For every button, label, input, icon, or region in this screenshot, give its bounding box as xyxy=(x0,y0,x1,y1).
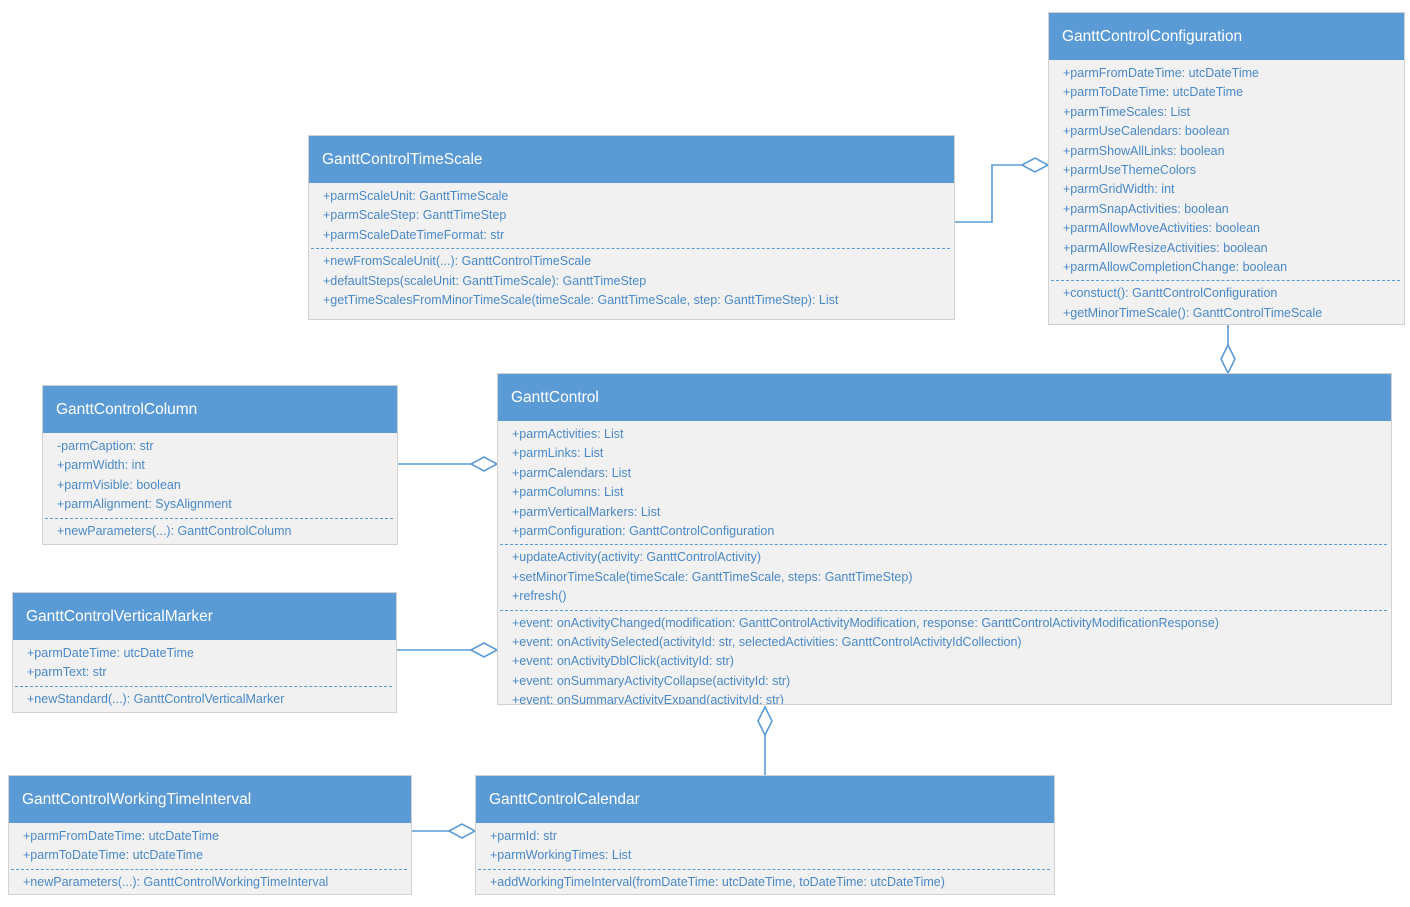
class-member: +newFromScaleUnit(...): GanttControlTime… xyxy=(323,254,592,269)
class-body: +parmDateTime: utcDateTime +parmText: str… xyxy=(13,640,396,709)
class-member: +parmColumns: List xyxy=(512,485,624,500)
class-member: +newParameters(...): GanttControlColumn xyxy=(57,523,292,538)
section-divider xyxy=(11,868,407,870)
class-member: +parmAllowMoveActivities: boolean xyxy=(1063,221,1260,236)
class-member: +event: onActivityDblClick(activityId: s… xyxy=(512,654,734,669)
class-member: +parmToDateTime: utcDateTime xyxy=(23,848,204,863)
class-title: GanttControlCalendar xyxy=(476,776,1054,823)
class-body: +parmId: str +parmWorkingTimes: List +addW… xyxy=(476,823,1054,892)
class-body: -parmCaption: str +parmWidth: int +parmVis… xyxy=(43,433,397,541)
class-member: +event: onActivityChanged(modification: … xyxy=(512,615,1219,630)
class-member: +parmAllowCompletionChange: boolean xyxy=(1063,260,1288,275)
class-member: +parmWidth: int xyxy=(57,458,145,473)
class-title: GanttControlTimeScale xyxy=(309,136,954,183)
class-member: +setMinorTimeScale(timeScale: GanttTimeS… xyxy=(512,569,913,584)
class-member: +newStandard(...): GanttControlVerticalM… xyxy=(27,691,285,706)
class-member: +parmDateTime: utcDateTime xyxy=(27,646,194,660)
class-member: +getTimeScalesFromMinorTimeScale(timeSca… xyxy=(323,293,839,308)
class-member: +constuct(): GanttControlConfiguration xyxy=(1063,286,1278,301)
class-gantt-control-vertical-marker[interactable]: GanttControlVerticalMarker+parmDateTime:… xyxy=(12,592,397,713)
class-member: +defaultSteps(scaleUnit: GanttTimeScale)… xyxy=(323,273,647,288)
class-member: -parmCaption: str xyxy=(57,439,154,453)
class-gantt-control-time-scale[interactable]: GanttControlTimeScale+parmScaleUnit: Gan… xyxy=(308,135,955,320)
connector-line xyxy=(955,164,1022,223)
class-member: +updateActivity(activity: GanttControlAc… xyxy=(512,550,762,565)
class-title: GanttControlConfiguration xyxy=(1049,13,1404,60)
section-divider xyxy=(500,609,1387,611)
aggregation-diamond-icon xyxy=(1220,343,1236,375)
class-member: +getMinorTimeScale(): GanttControlTimeSc… xyxy=(1063,305,1323,320)
class-member: +parmSnapActivities: boolean xyxy=(1063,201,1229,216)
section-divider xyxy=(478,868,1050,870)
class-member: +event: onActivitySelected(activityId: s… xyxy=(512,635,1022,650)
aggregation-diamond-icon xyxy=(1020,157,1050,173)
class-member: +parmUseCalendars: boolean xyxy=(1063,124,1230,139)
class-member: +parmText: str xyxy=(27,665,107,680)
class-member: +parmAlignment: SysAlignment xyxy=(57,497,232,512)
class-member: +parmVerticalMarkers: List xyxy=(512,504,661,519)
aggregation-diamond-icon xyxy=(757,705,773,737)
class-member: +newParameters(...): GanttControlWorking… xyxy=(23,874,329,889)
class-member: +event: onSummaryActivityExpand(activity… xyxy=(512,693,784,705)
section-divider xyxy=(45,517,393,519)
class-member: +parmConfiguration: GanttControlConfigur… xyxy=(512,524,775,539)
class-member: +event: onSummaryActivityCollapse(activi… xyxy=(512,673,791,688)
section-divider xyxy=(15,685,392,687)
class-member: +parmVisible: boolean xyxy=(57,477,181,492)
class-member: +parmScaleDateTimeFormat: str xyxy=(323,227,505,242)
aggregation-connector-timescale-to-configuration xyxy=(955,157,1050,223)
class-body: +parmActivities: List +parmLinks: List +pa… xyxy=(498,421,1391,705)
class-title: GanttControlWorkingTimeInterval xyxy=(9,776,411,823)
aggregation-connector-verticalmarker-to-ganttcontrol xyxy=(397,642,499,658)
class-title: GanttControlVerticalMarker xyxy=(13,593,396,640)
class-gantt-control-working-time-interval[interactable]: GanttControlWorkingTimeInterval+parmFrom… xyxy=(8,775,412,895)
aggregation-diamond-icon xyxy=(469,456,499,472)
class-member: +parmAllowResizeActivities: boolean xyxy=(1063,240,1268,255)
class-member: +parmTimeScales: List xyxy=(1063,104,1191,119)
class-member: +parmId: str xyxy=(490,829,558,843)
class-member: +parmToDateTime: utcDateTime xyxy=(1063,85,1244,100)
section-divider xyxy=(1051,280,1400,282)
class-body: +parmFromDateTime: utcDateTime +parmToDat… xyxy=(9,823,411,892)
class-member: +parmScaleUnit: GanttTimeScale xyxy=(323,189,509,203)
class-title: GanttControl xyxy=(498,374,1391,421)
class-member: +parmFromDateTime: utcDateTime xyxy=(1063,66,1259,80)
class-member: +parmShowAllLinks: boolean xyxy=(1063,143,1225,158)
class-member: +parmWorkingTimes: List xyxy=(490,848,632,863)
class-body: +parmScaleUnit: GanttTimeScale +parmScale… xyxy=(309,183,954,310)
class-member: +addWorkingTimeInterval(fromDateTime: ut… xyxy=(490,874,945,889)
aggregation-diamond-icon xyxy=(447,823,477,839)
class-member: +parmGridWidth: int xyxy=(1063,182,1175,197)
class-member: +parmUseThemeColors xyxy=(1063,163,1197,178)
section-divider xyxy=(311,248,950,250)
aggregation-connector-workingtimeinterval-to-calendar xyxy=(412,823,477,839)
class-gantt-control-configuration[interactable]: GanttControlConfiguration+parmFromDateTi… xyxy=(1048,12,1405,325)
aggregation-connector-calendar-to-ganttcontrol xyxy=(757,705,773,775)
class-member: +refresh() xyxy=(512,589,567,604)
class-member: +parmScaleStep: GanttTimeStep xyxy=(323,208,507,223)
class-member: +parmLinks: List xyxy=(512,446,604,461)
class-title: GanttControlColumn xyxy=(43,386,397,433)
section-divider xyxy=(500,544,1387,546)
class-member: +parmCalendars: List xyxy=(512,465,632,480)
class-gantt-control-column[interactable]: GanttControlColumn -parmCaption: str +parm… xyxy=(42,385,398,545)
aggregation-connector-column-to-ganttcontrol xyxy=(398,456,499,472)
aggregation-connector-configuration-to-ganttcontrol xyxy=(1220,325,1236,375)
class-member: +parmFromDateTime: utcDateTime xyxy=(23,829,219,843)
class-gantt-control[interactable]: GanttControl +parmActivities: List +parmLi… xyxy=(497,373,1392,705)
class-gantt-control-calendar[interactable]: GanttControlCalendar +parmId: str +parmWor… xyxy=(475,775,1055,895)
aggregation-diamond-icon xyxy=(469,642,499,658)
class-member: +parmActivities: List xyxy=(512,427,624,441)
class-body: +parmFromDateTime: utcDateTime +parmToDat… xyxy=(1049,60,1404,323)
